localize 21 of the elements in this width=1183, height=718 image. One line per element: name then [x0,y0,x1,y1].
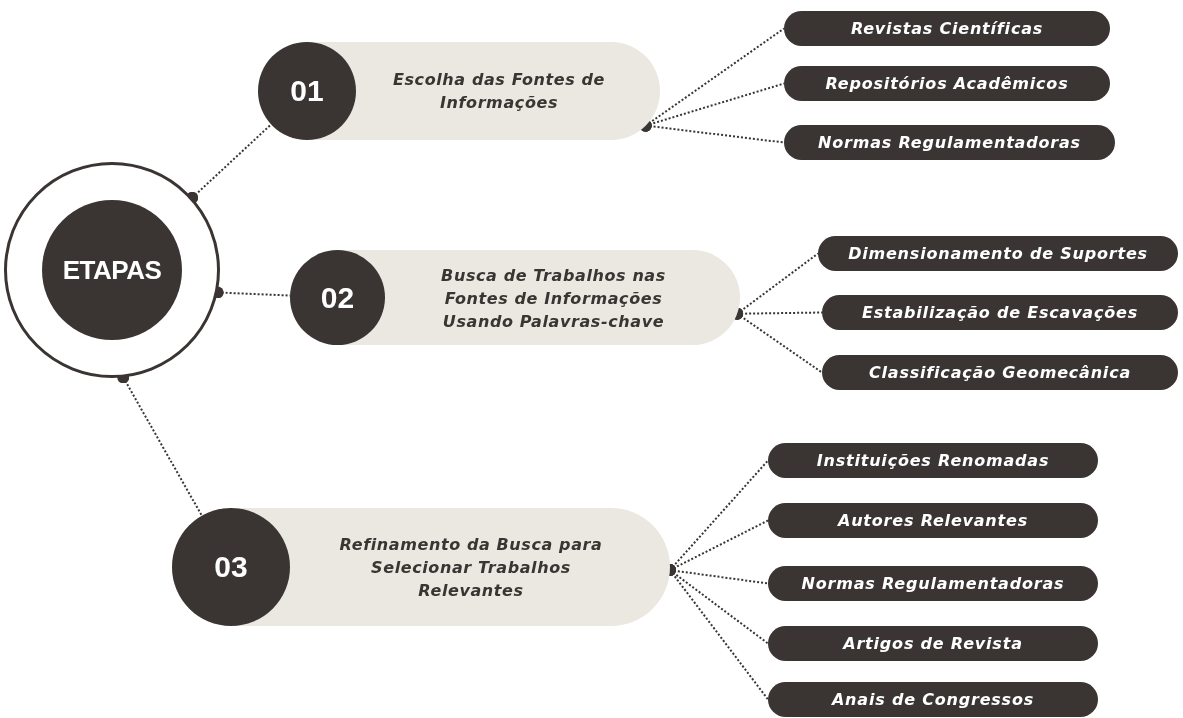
stage-pill [258,42,660,140]
stage-title: Escolha das Fontes de Informações [391,69,607,114]
step-number: 03 [172,508,290,626]
topic-pill: Instituições Renomadas [768,443,1098,478]
topic-pill: Autores Relevantes [768,503,1098,538]
topic-pill: Normas Regulamentadoras [768,566,1098,601]
topic-pill: Dimensionamento de Suportes [818,236,1178,271]
topic-pill: Artigos de Revista [768,626,1098,661]
step-number: 02 [290,250,385,345]
topic-pill: Anais de Congressos [768,682,1098,717]
stage-title: Refinamento da Busca para Selecionar Trabalhos Relevantes [338,533,604,602]
topic-pill: Estabilização de Escavações [822,295,1178,330]
step-number: 01 [258,42,356,140]
dotted-connector [186,123,273,204]
topic-pill: Repositórios Acadêmicos [784,66,1110,101]
topic-pill: Revistas Científicas [784,11,1110,46]
hub-label: ETAPAS [42,200,182,340]
dotted-connector [639,119,785,144]
stage-title: Busca de Trabalhos nas Fontes de Informações Usando Palavras-chave [440,264,667,332]
topic-pill: Normas Regulamentadoras [784,125,1115,160]
topic-pill: Classificação Geomecânica [822,355,1178,390]
